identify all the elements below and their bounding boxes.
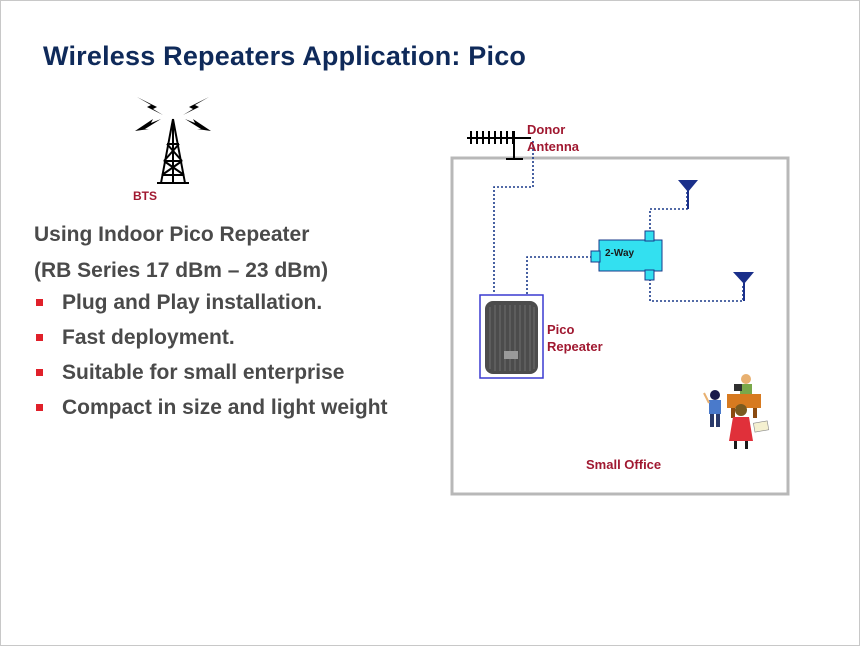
subheading-line-1: Using Indoor Pico Repeater — [34, 223, 310, 246]
small-office-label: Small Office — [586, 457, 662, 472]
bullet-marker-icon — [36, 334, 43, 341]
bullet-text: Compact in size and light weight — [62, 396, 388, 419]
office-people-icon — [703, 374, 770, 449]
donor-antenna-label-line-2: Antenna — [527, 139, 579, 154]
indoor-antenna-icon — [678, 180, 698, 209]
bullet-marker-icon — [36, 369, 43, 376]
donor-antenna-label-line-1: Donor — [527, 122, 566, 137]
bullet-text: Suitable for small enterprise — [62, 361, 345, 384]
bullet-marker-icon — [36, 404, 43, 411]
pico-repeater-label-line-2: Repeater — [547, 339, 603, 354]
yagi-antenna-icon — [467, 131, 531, 160]
bullet-text: Plug and Play installation. — [62, 291, 323, 314]
indoor-antenna-icon — [733, 272, 754, 301]
coax-cables — [493, 141, 744, 302]
pico-repeater-label-line-1: Pico — [547, 322, 575, 337]
list-item: Compact in size and light weight — [34, 395, 388, 430]
small-office-boundary — [450, 156, 790, 496]
bullet-text: Fast deployment. — [62, 326, 235, 349]
subheading-line-2: (RB Series 17 dBm – 23 dBm) — [34, 259, 329, 282]
repeater-unit-icon — [479, 294, 544, 379]
list-item: Suitable for small enterprise — [34, 360, 388, 395]
bullet-marker-icon — [36, 299, 43, 306]
list-item: Plug and Play installation. — [34, 290, 388, 325]
slide-title: Wireless Repeaters Application: Pico — [43, 41, 527, 71]
repeater-diagram — [450, 131, 790, 496]
feature-list: Plug and Play installation. Fast deploym… — [34, 290, 388, 430]
splitter-icon — [590, 230, 663, 281]
bts-tower-icon — [135, 97, 211, 184]
bts-label: BTS — [133, 189, 157, 203]
list-item: Fast deployment. — [34, 325, 388, 360]
splitter-label: 2-Way — [605, 248, 635, 259]
